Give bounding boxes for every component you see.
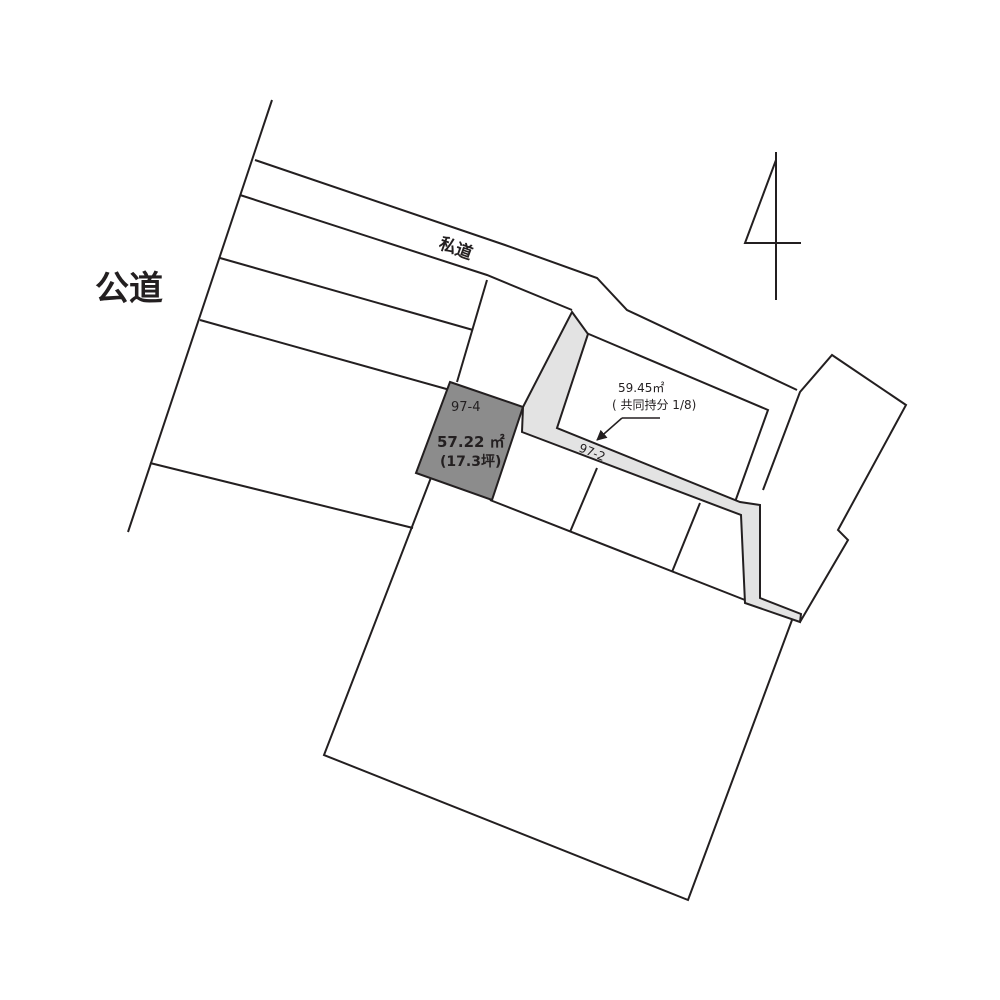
parcel-boundary xyxy=(456,279,488,383)
shared-path-share: ( 共同持分 1/8) xyxy=(612,397,696,412)
north-arrow-icon xyxy=(743,152,801,300)
parcel-boundary xyxy=(583,331,770,503)
shared-access-path-97-2 xyxy=(520,310,803,624)
shared-path-area: 59.45㎡ xyxy=(618,381,664,395)
public-road-edge xyxy=(127,99,273,533)
target-lot-97-4 xyxy=(414,380,525,502)
parcel-boundary xyxy=(199,319,451,391)
target-lot-area: 57.22 ㎡ xyxy=(437,433,505,451)
private-road-top-edge xyxy=(254,159,798,391)
parcel-boundary xyxy=(219,257,474,331)
parcel-boundary xyxy=(671,502,701,573)
shared-path-number: 97-2 xyxy=(577,441,607,464)
parcel-boundary xyxy=(149,462,414,529)
target-lot-number: 97-4 xyxy=(451,400,481,415)
public-road-label: 公道 xyxy=(95,269,163,309)
parcel-boundary xyxy=(762,353,908,623)
parcel-boundary xyxy=(489,499,746,601)
private-road-bottom-edge xyxy=(239,194,573,311)
target-lot-tsubo: (17.3坪) xyxy=(440,454,501,470)
parcel-boundary xyxy=(569,467,598,533)
parcel-boundary xyxy=(322,474,793,902)
arrow-icon xyxy=(596,417,623,441)
